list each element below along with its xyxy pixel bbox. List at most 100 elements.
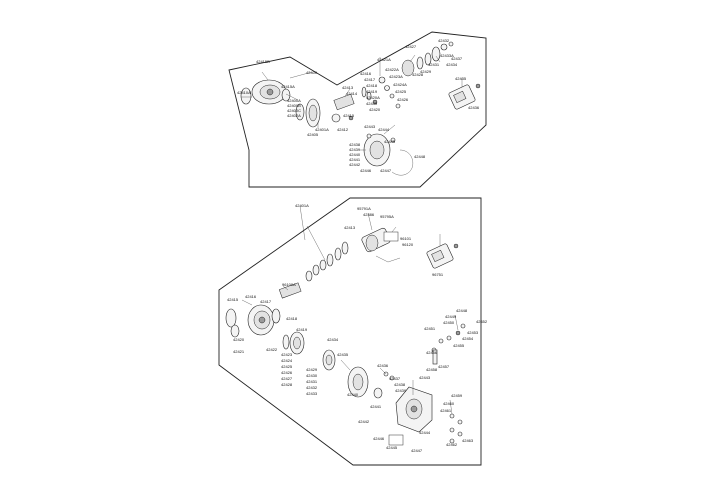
lower-assembly-outline [218, 197, 482, 466]
part-number-label: 42423A [389, 74, 403, 79]
part-number-label: 95795A [380, 214, 394, 219]
part-number-label: 42440 [349, 152, 361, 157]
part-number-label: 42415A [281, 84, 295, 89]
part-number-label: 42433 [306, 391, 318, 396]
part-number-label: 42427 [281, 376, 293, 381]
upper-ring-gear-part [295, 98, 321, 128]
part-number-label: 42447 [411, 448, 423, 453]
part-number-label: 96101 [400, 236, 412, 241]
lower-ring-gear-part [282, 331, 336, 371]
lower-bolts-part [449, 413, 463, 444]
part-number-label: 42444 [378, 127, 390, 132]
part-number-label: 42424A [393, 82, 407, 87]
part-number-label: 96751 [432, 272, 444, 277]
part-number-label: 42426 [397, 97, 409, 102]
part-number-label: 42436 [468, 105, 480, 110]
part-number-label: 42401A [295, 203, 309, 208]
lower-housing-part [225, 304, 281, 338]
part-number-label: 42430 [366, 101, 378, 106]
part-number-label: 42441 [349, 157, 361, 162]
part-number-label: 42457 [438, 364, 450, 369]
part-number-label: 42444 [419, 430, 431, 435]
part-number-label: 42456 [426, 350, 438, 355]
part-number-label: 42417 [364, 77, 376, 82]
part-number-label: 42420 [369, 107, 381, 112]
part-number-label: 42435 [337, 352, 349, 357]
part-number-label: 95791A [357, 206, 371, 211]
part-number-label: 42426 [281, 370, 293, 375]
upper-shaft-parts [401, 41, 454, 77]
part-number-label: 42451 [424, 326, 436, 331]
part-number-label: 42449 [445, 314, 457, 319]
part-number-label: 42439 [395, 388, 407, 393]
part-number-label: 42418 [286, 316, 298, 321]
part-number-label: 42454 [462, 336, 474, 341]
lower-cover-part [395, 386, 433, 433]
part-number-label: 42432 [438, 38, 450, 43]
part-number-label: 42416 [245, 294, 257, 299]
part-number-label: 42425 [395, 89, 407, 94]
upper-assembly: 42400 42415B 42410A 42415A 42400A 42400B… [228, 31, 487, 188]
part-number-label: 42428 [281, 382, 293, 387]
part-number-label: 42417 [260, 299, 272, 304]
part-number-label: 42432 [306, 385, 318, 390]
part-number-label: 42413 [344, 225, 356, 230]
part-number-label: 42421 [233, 349, 245, 354]
part-number-label: 42415 [343, 113, 355, 118]
part-number-label: 42400 [306, 70, 318, 75]
upper-leader-lines [241, 54, 463, 151]
part-number-label: 42460 [443, 401, 455, 406]
part-number-label: 42431 [428, 62, 440, 67]
part-number-label: 42439 [349, 147, 361, 152]
upper-center-parts [361, 76, 401, 109]
upper-part-labels: 42400 42415B 42410A 42415A 42400A 42400B… [237, 38, 480, 173]
part-number-label: 42415B [256, 59, 270, 64]
upper-cover-part [363, 133, 413, 176]
part-number-label: 42463 [462, 438, 474, 443]
part-number-label: 42414 [346, 91, 358, 96]
lower-actuator-motor-part [426, 243, 459, 269]
part-number-label: 42424 [281, 358, 293, 363]
part-number-label: 42427 [405, 44, 417, 49]
part-number-label: 42450 [443, 320, 455, 325]
part-number-label: 42419 [366, 89, 378, 94]
part-number-label: 42438 [349, 142, 361, 147]
part-number-label: 42446 [360, 168, 372, 173]
part-number-label: 42447 [380, 168, 392, 173]
part-number-label: 42445 [386, 445, 398, 450]
part-number-label: 42402A [287, 113, 301, 118]
part-number-label: 42410A [237, 90, 251, 95]
part-number-label: 42448 [414, 154, 426, 159]
part-number-label: 42423 [281, 352, 293, 357]
part-number-label: 42416 [360, 71, 372, 76]
part-number-label: 42443 [364, 124, 376, 129]
part-number-label: 42401A [315, 127, 329, 132]
upper-actuator-motor-part [448, 83, 481, 110]
part-number-label: 42442 [349, 162, 361, 167]
part-number-label: 42434 [446, 62, 458, 67]
part-number-label: 42412 [337, 127, 349, 132]
part-number-label: 42440 [347, 392, 359, 397]
upper-pinion-part [331, 93, 355, 123]
part-number-label: 42442 [358, 419, 370, 424]
part-number-label: 42415 [227, 297, 239, 302]
part-number-label: 42422A [385, 67, 399, 72]
lower-diff-case-part [347, 366, 395, 399]
part-number-label: 96120 [402, 242, 414, 247]
inset-detail-box [383, 231, 399, 242]
lower-leader-lines [241, 205, 459, 415]
bottom-inset-box [388, 434, 404, 446]
part-number-label: 42448 [456, 308, 468, 313]
part-number-label: 42445 [384, 139, 396, 144]
part-number-label: 42435 [455, 76, 467, 81]
part-number-label: 42430 [306, 373, 318, 378]
part-number-label: 42453 [467, 330, 479, 335]
part-number-label: 42452 [476, 319, 488, 324]
part-number-label: 42438 [394, 382, 406, 387]
part-number-label: 42461 [440, 408, 452, 413]
part-number-label: 42462 [446, 442, 458, 447]
lower-assembly: 42401A 95791A 42486 95795A 96100A 96101 … [218, 197, 488, 466]
part-number-label: 42431 [306, 379, 318, 384]
part-number-label: 42434 [327, 337, 339, 342]
